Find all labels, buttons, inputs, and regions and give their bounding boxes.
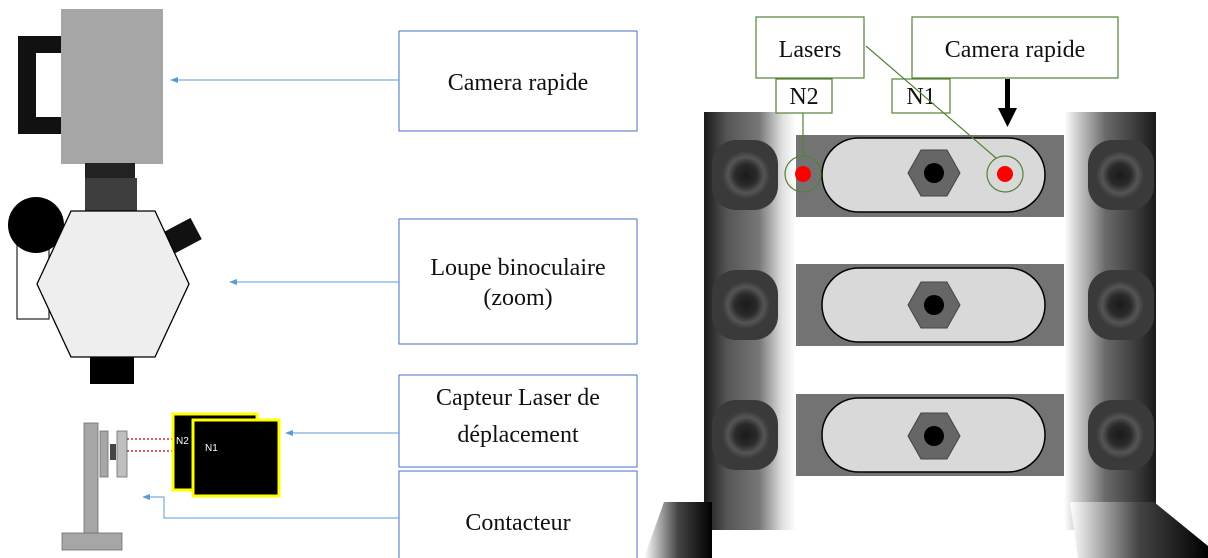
label-box-contacteur: Contacteur <box>398 470 638 558</box>
callout-camera: Camera rapide <box>911 16 1119 79</box>
label-camera-text: Camera rapide <box>448 70 589 96</box>
hex-nut-middle <box>907 281 961 329</box>
label-box-capteur: Capteur Laser de déplacement <box>398 374 638 468</box>
label-contacteur-text: Contacteur <box>465 510 570 536</box>
camera-body <box>61 9 163 164</box>
sensor-n1-label: N1 <box>205 443 218 454</box>
objective-lens <box>90 357 134 384</box>
foot-right <box>1070 502 1208 558</box>
arrow-to-camera <box>170 77 399 83</box>
label-capteur-line1: Capteur Laser de <box>436 385 600 411</box>
loupe-body-hexagon <box>36 210 190 358</box>
callout-lasers-text: Lasers <box>779 37 842 63</box>
camera-adapter <box>85 178 137 212</box>
label-loupe-line1: Loupe binoculaire <box>430 255 605 281</box>
camera-mount <box>85 163 135 179</box>
callout-n1-text: N1 <box>906 84 935 110</box>
arrow-to-contacteur <box>142 494 399 519</box>
side-knob <box>8 197 64 253</box>
callout-n1: N1 <box>891 78 951 114</box>
label-loupe-line2: (zoom) <box>483 285 552 311</box>
label-box-loupe: Loupe binoculaire (zoom) <box>398 218 638 345</box>
camera-direction-arrow <box>998 79 1017 127</box>
sensor-n2-label: N2 <box>176 436 189 447</box>
pillar-bolts <box>712 140 1154 470</box>
callout-lasers: Lasers <box>755 16 865 79</box>
arrow-to-loupe <box>229 279 399 285</box>
arrow-to-capteur <box>285 430 399 436</box>
sensor-n1 <box>191 418 281 498</box>
camera-handle <box>18 36 64 134</box>
label-box-camera: Camera rapide <box>398 30 638 132</box>
callout-n2-text: N2 <box>789 84 818 110</box>
callout-n2: N2 <box>775 78 833 114</box>
callout-camera-text: Camera rapide <box>945 37 1086 63</box>
eyepiece-stub <box>162 217 202 255</box>
contacteur-holder <box>61 422 128 551</box>
leader-n1 <box>865 45 997 159</box>
hex-nut-bottom <box>907 412 961 460</box>
laser-spot-n1 <box>986 155 1024 193</box>
label-capteur-line2: déplacement <box>457 422 579 448</box>
foot-left <box>644 502 712 558</box>
hex-nut-top <box>907 149 961 197</box>
